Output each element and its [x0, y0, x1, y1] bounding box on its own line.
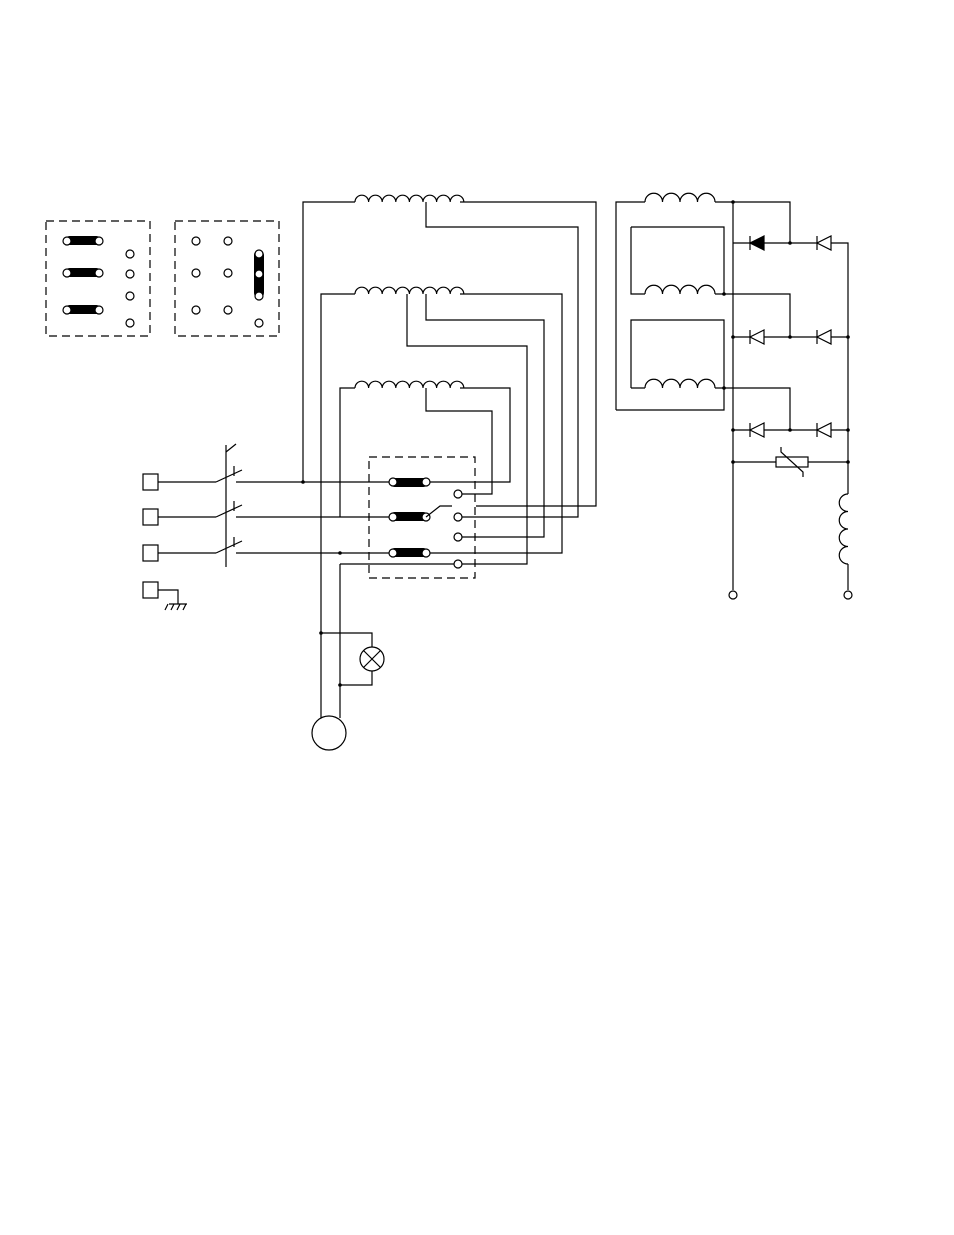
input-terminal-l1	[143, 474, 216, 490]
linkage-config-high-voltage	[175, 221, 279, 336]
inductor-icon	[839, 494, 852, 564]
diode-icon	[750, 423, 764, 437]
output-terminal-positive	[844, 591, 852, 599]
input-terminal-l3	[143, 545, 216, 561]
input-terminal-l2	[143, 509, 216, 525]
secondary-winding-1	[616, 193, 790, 590]
primary-winding-3	[340, 381, 510, 517]
diode-icon	[817, 330, 831, 344]
diode-icon	[750, 236, 764, 250]
diode-icon	[817, 236, 831, 250]
primary-winding-2	[321, 287, 562, 564]
diode-icon	[750, 330, 764, 344]
diode-icon	[817, 423, 831, 437]
lamp-icon	[321, 553, 384, 685]
output-terminal-negative	[729, 591, 737, 599]
primary-winding-1	[303, 195, 596, 517]
ground-icon	[143, 582, 187, 610]
linkage-config-low-voltage	[46, 221, 150, 336]
motor-icon	[312, 564, 346, 750]
varistor-icon	[733, 447, 848, 477]
